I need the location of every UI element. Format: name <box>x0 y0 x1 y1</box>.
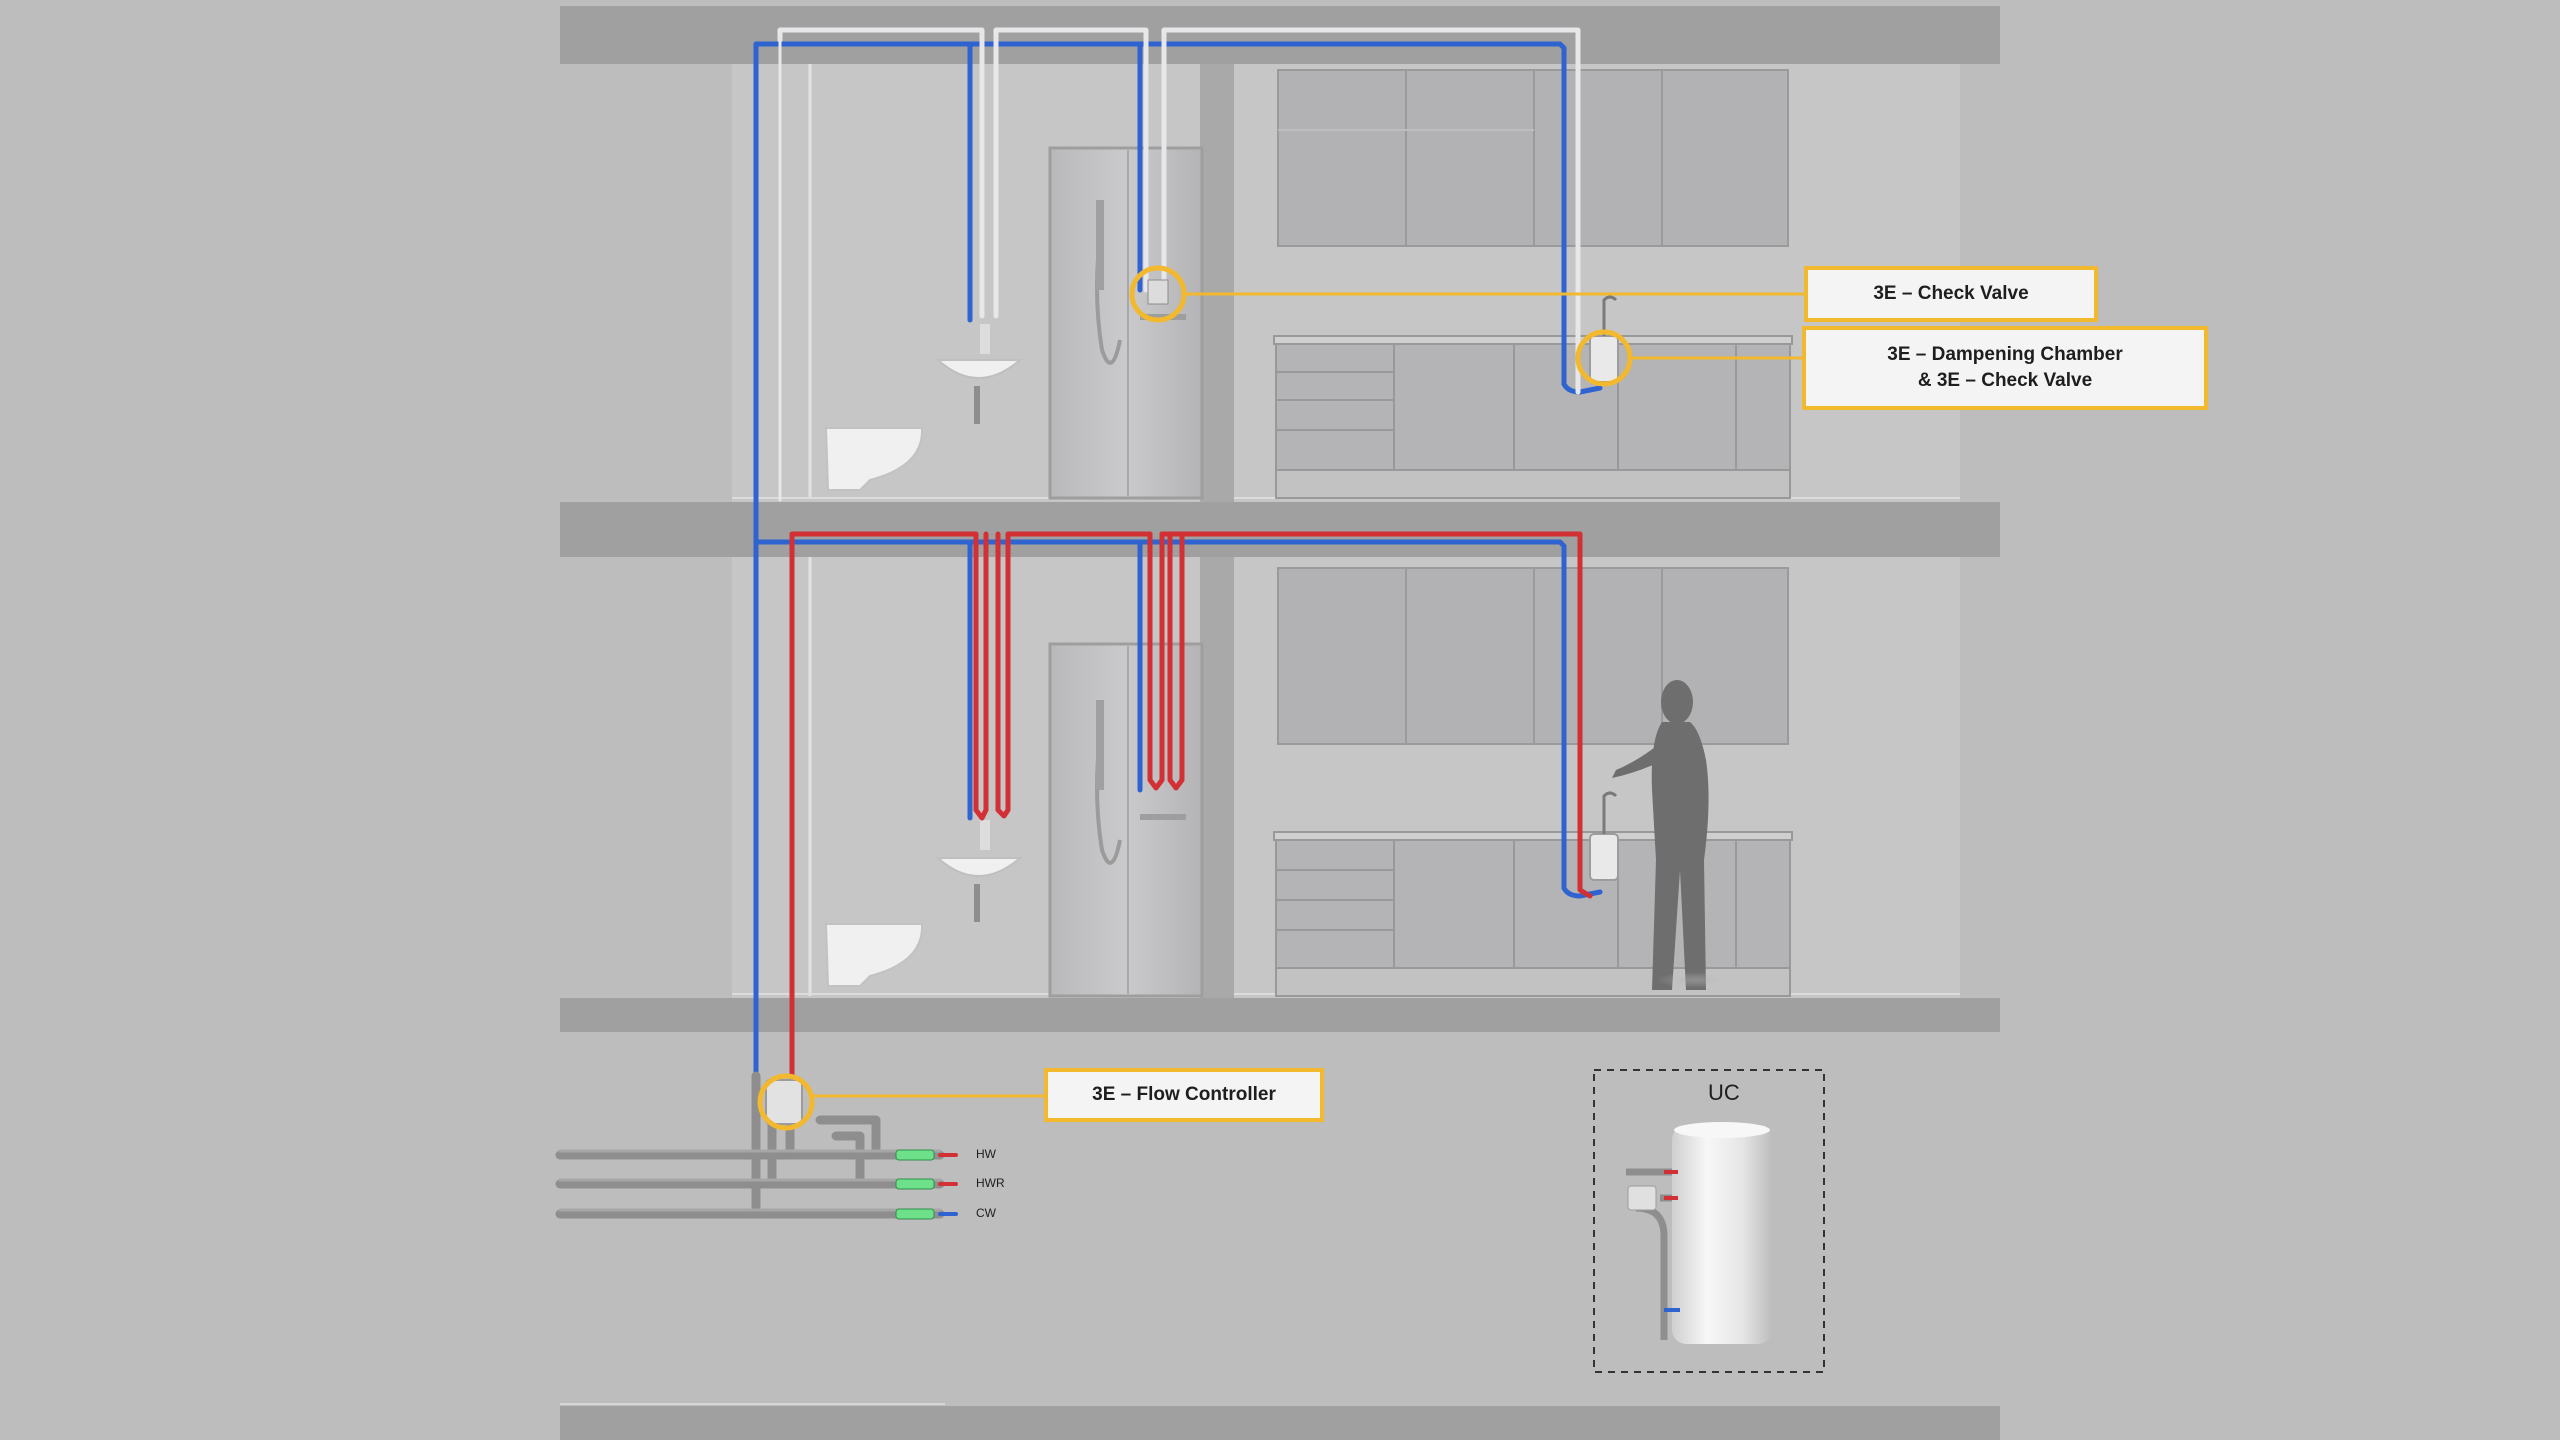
check-valve-device <box>1147 279 1169 305</box>
flow-markers <box>895 1149 935 1220</box>
lower-floor-fixtures <box>824 567 1793 998</box>
hw-pipe-label: HW <box>976 1147 996 1161</box>
shower-upper <box>1048 146 1204 500</box>
toilet-lower <box>824 923 924 987</box>
valve-devices <box>765 279 1619 1125</box>
dampening-chamber-device-upper <box>1589 335 1619 383</box>
shower-lower <box>1048 642 1204 998</box>
person-silhouette <box>1612 680 1736 990</box>
base-cabinets-lower <box>1273 831 1793 997</box>
basement-slab <box>560 1406 2000 1440</box>
return-pipe-upper <box>777 27 985 319</box>
partition-wall-upper <box>1200 64 1234 502</box>
flow-controller-callout: 3E – Flow Controller <box>1044 1068 1324 1122</box>
flow-controller-marker <box>757 1073 815 1131</box>
check-valve-label: 3E – Check Valve <box>1873 283 2029 304</box>
uc-label: UC <box>1708 1080 1740 1105</box>
basin-upper <box>935 324 1023 424</box>
roof-slab <box>560 6 2000 64</box>
wall-cabinets-lower <box>1277 567 1789 745</box>
base-cabinets-upper <box>1273 335 1793 499</box>
dampening-chamber-device-lower <box>1589 833 1619 881</box>
ground-slab <box>560 998 2000 1032</box>
dampening-chamber-label-line2: & 3E – Check Valve <box>1917 370 2093 391</box>
uc-unit-box <box>1593 1069 1825 1373</box>
hwr-pipe-label: HWR <box>976 1176 1005 1190</box>
wall-cabinets-upper <box>1277 69 1789 247</box>
water-heater-tank <box>1672 1126 1772 1344</box>
middle-slab <box>560 502 2000 557</box>
flow-controller-device <box>765 1079 803 1125</box>
basin-lower <box>935 820 1023 922</box>
cw-pipe-label: CW <box>976 1206 996 1220</box>
pipework <box>555 27 1603 1220</box>
uc-dashed-border <box>1593 1069 1825 1373</box>
callout-markers <box>757 265 1806 1131</box>
cold-riser-pipe <box>753 41 1567 1079</box>
dampening-chamber-callout: 3E – Dampening Chamber & 3E – Check Valv… <box>1802 326 2208 410</box>
flow-controller-label: 3E – Flow Controller <box>1092 1084 1276 1105</box>
check-valve-callout: 3E – Check Valve <box>1804 266 2098 322</box>
toilet-upper <box>824 427 924 491</box>
dampening-chamber-label-line1: 3E – Dampening Chamber <box>1887 344 2123 365</box>
hot-pipe <box>789 531 989 1083</box>
partition-wall-lower <box>1200 557 1234 998</box>
